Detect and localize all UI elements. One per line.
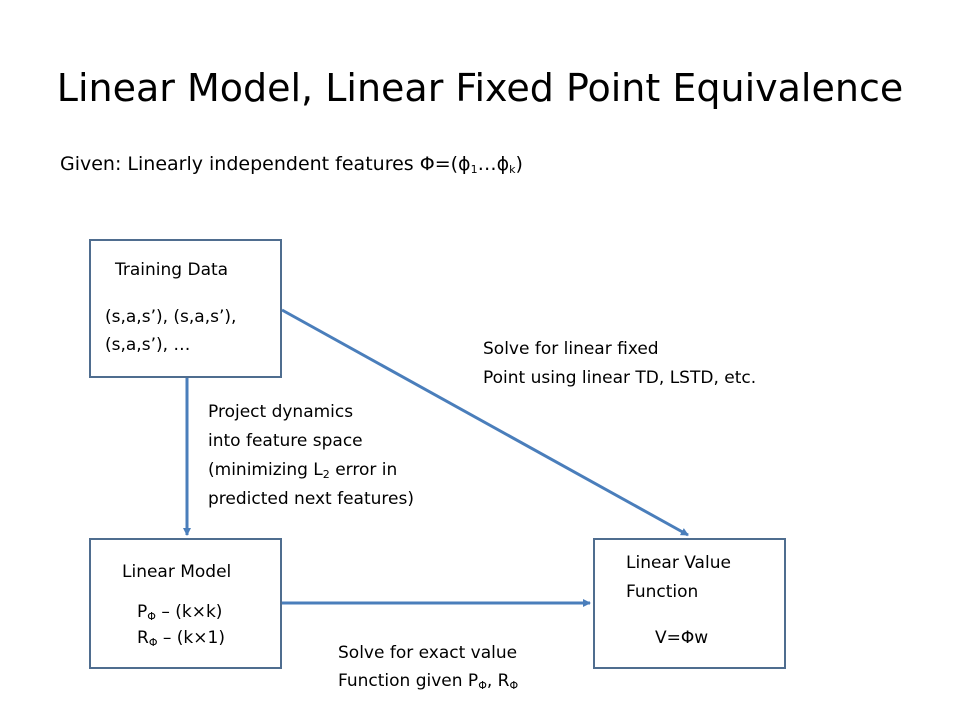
phi1-subscript: 1 [470, 163, 478, 176]
exact-value-label-line1: Solve for exact value [338, 643, 518, 663]
exact-value-comma: , R [486, 671, 510, 691]
exact-r-subscript: Φ [509, 679, 519, 692]
given-eq: =( [434, 153, 459, 175]
training-data-title: Training Data [115, 260, 229, 280]
linear-value-function-box [593, 538, 786, 669]
exact-value-label-line2: Function given PΦ, RΦ [338, 669, 518, 698]
phik-symbol: ϕ [496, 153, 510, 175]
project-label-line3: (minimizing L2 error in [208, 458, 397, 487]
p-phi-line: PΦ – (k×k) [137, 600, 222, 629]
project-label-line4: predicted next features) [208, 489, 414, 509]
exact-value-label-line2a: Function given P [338, 671, 479, 691]
linear-model-box [89, 538, 282, 669]
project-label-line3a: (minimizing L [208, 460, 323, 480]
phi1-symbol: ϕ [458, 153, 471, 175]
value-function-title-line1: Linear Value [626, 553, 731, 573]
r-phi-line: RΦ – (k×1) [137, 626, 225, 655]
fixed-point-label-line2: Point using linear TD, LSTD, etc. [483, 368, 757, 388]
r-dimension: – (k×1) [157, 628, 225, 648]
given-dots: … [477, 153, 497, 175]
phi-symbol: Φ [419, 153, 435, 175]
r-subscript: Φ [148, 636, 158, 649]
project-label-line1: Project dynamics [208, 402, 354, 422]
given-prefix: Given: Linearly independent features [60, 153, 420, 175]
value-eq-v: V= [655, 628, 681, 648]
l2-subscript: 2 [322, 468, 330, 481]
exact-p-subscript: Φ [478, 679, 487, 692]
phik-subscript: k [509, 163, 516, 176]
linear-model-title: Linear Model [122, 562, 232, 582]
value-eq-phi: Φ [680, 628, 695, 648]
value-equation: V=Φw [655, 626, 708, 650]
arrow-training-to-value [281, 308, 689, 537]
value-eq-w: w [694, 628, 709, 648]
value-function-title-line2: Function [626, 582, 699, 602]
r-letter: R [137, 628, 149, 648]
fixed-point-label-line1: Solve for linear fixed [483, 339, 659, 359]
p-subscript: Φ [147, 610, 156, 623]
p-letter: P [137, 602, 148, 622]
project-label-line2: into feature space [208, 431, 363, 451]
p-dimension: – (k×k) [155, 602, 223, 622]
given-line: Given: Linearly independent features Φ=(… [60, 153, 523, 176]
page-title: Linear Model, Linear Fixed Point Equival… [56, 66, 904, 110]
training-samples-line1: (s,a,s’), (s,a,s’), [105, 307, 237, 327]
given-close: ) [515, 153, 523, 175]
project-label-line3b: error in [329, 460, 398, 480]
training-samples-line2: (s,a,s’), … [105, 335, 191, 355]
training-data-box [89, 239, 282, 378]
